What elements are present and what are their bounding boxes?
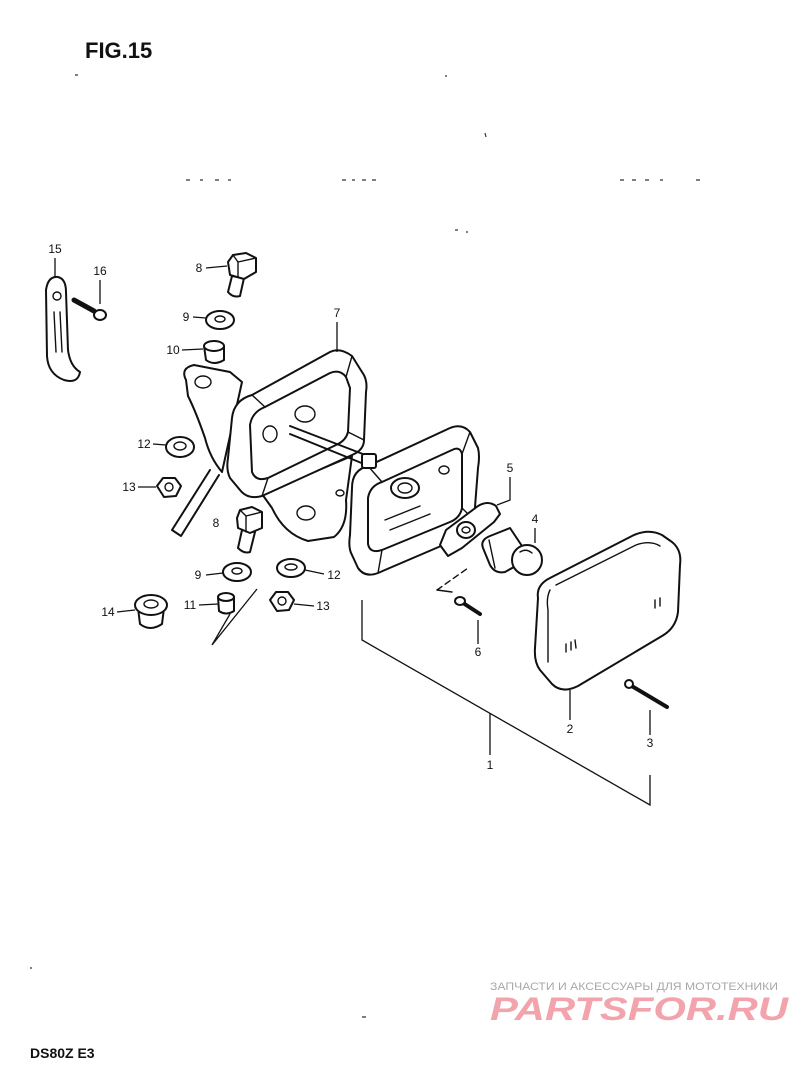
- part-7-housing: [183, 349, 368, 542]
- reflector-frame: [348, 425, 480, 576]
- callout-11: 11: [184, 598, 197, 612]
- watermark-tagline: ЗАПЧАСТИ И АКСЕССУАРЫ ДЛЯ МОТОТЕХНИКИ: [490, 981, 778, 993]
- callout-12-left: 12: [137, 437, 151, 451]
- part-3-screw: [624, 679, 669, 709]
- part-5-socket-plate: [439, 502, 501, 557]
- part-16-screw: [71, 297, 107, 321]
- part-8-bolt-upper: [227, 252, 257, 298]
- callout-2: 2: [567, 722, 574, 736]
- callout-8-lower: 8: [213, 516, 220, 530]
- wire-lead: [171, 469, 220, 537]
- connecting-rod: [289, 425, 369, 465]
- callout-5: 5: [507, 461, 514, 475]
- callout-9-lower: 9: [195, 568, 202, 582]
- figure-title: FIG.15: [85, 38, 152, 63]
- callout-13-left: 13: [122, 480, 136, 494]
- callout-1: 1: [487, 758, 494, 772]
- part-12-washer-left: [165, 436, 195, 458]
- part-14-grommet: [134, 594, 168, 629]
- callout-8-upper: 8: [196, 261, 203, 275]
- callout-14: 14: [101, 605, 115, 619]
- assembly-1-bracket: [361, 600, 651, 807]
- callout-13-right: 13: [316, 599, 330, 613]
- callouts: 15 16 8 9 10 7 12 13 8 9 11 14 12 13 5 4…: [48, 242, 653, 772]
- callout-6: 6: [475, 645, 482, 659]
- callout-15: 15: [48, 242, 62, 256]
- callout-3: 3: [647, 736, 654, 750]
- part-15-bracket: [45, 275, 81, 382]
- callout-9-upper: 9: [183, 310, 190, 324]
- watermark: ЗАПЧАСТИ И АКСЕССУАРЫ ДЛЯ МОТОТЕХНИКИ PA…: [490, 981, 789, 1027]
- part-4-bulb: [481, 527, 543, 576]
- scan-specks: [30, 74, 700, 1018]
- callout-4: 4: [532, 512, 539, 526]
- part-9-washer-upper: [205, 310, 235, 330]
- callout-16: 16: [93, 264, 107, 278]
- guide-lines: [211, 588, 258, 646]
- part-2-lens: [533, 530, 682, 691]
- part-9-washer-lower: [222, 562, 252, 582]
- part-12-washer-right: [276, 558, 306, 578]
- part-8-bolt-lower: [236, 506, 263, 554]
- part-13-nut-left: [156, 477, 182, 498]
- callout-7: 7: [334, 306, 341, 320]
- alignment-marks: [436, 567, 469, 593]
- leader-lines: [54, 258, 651, 735]
- part-6-screw: [454, 596, 482, 616]
- callout-10: 10: [166, 343, 180, 357]
- callout-12-right: 12: [327, 568, 341, 582]
- watermark-brand: PARTSFOR.RU: [490, 991, 789, 1027]
- part-11-collar: [217, 592, 235, 615]
- model-code: DS80Z E3: [30, 1045, 95, 1061]
- part-13-nut-right: [269, 591, 295, 612]
- part-10-collar: [203, 340, 225, 364]
